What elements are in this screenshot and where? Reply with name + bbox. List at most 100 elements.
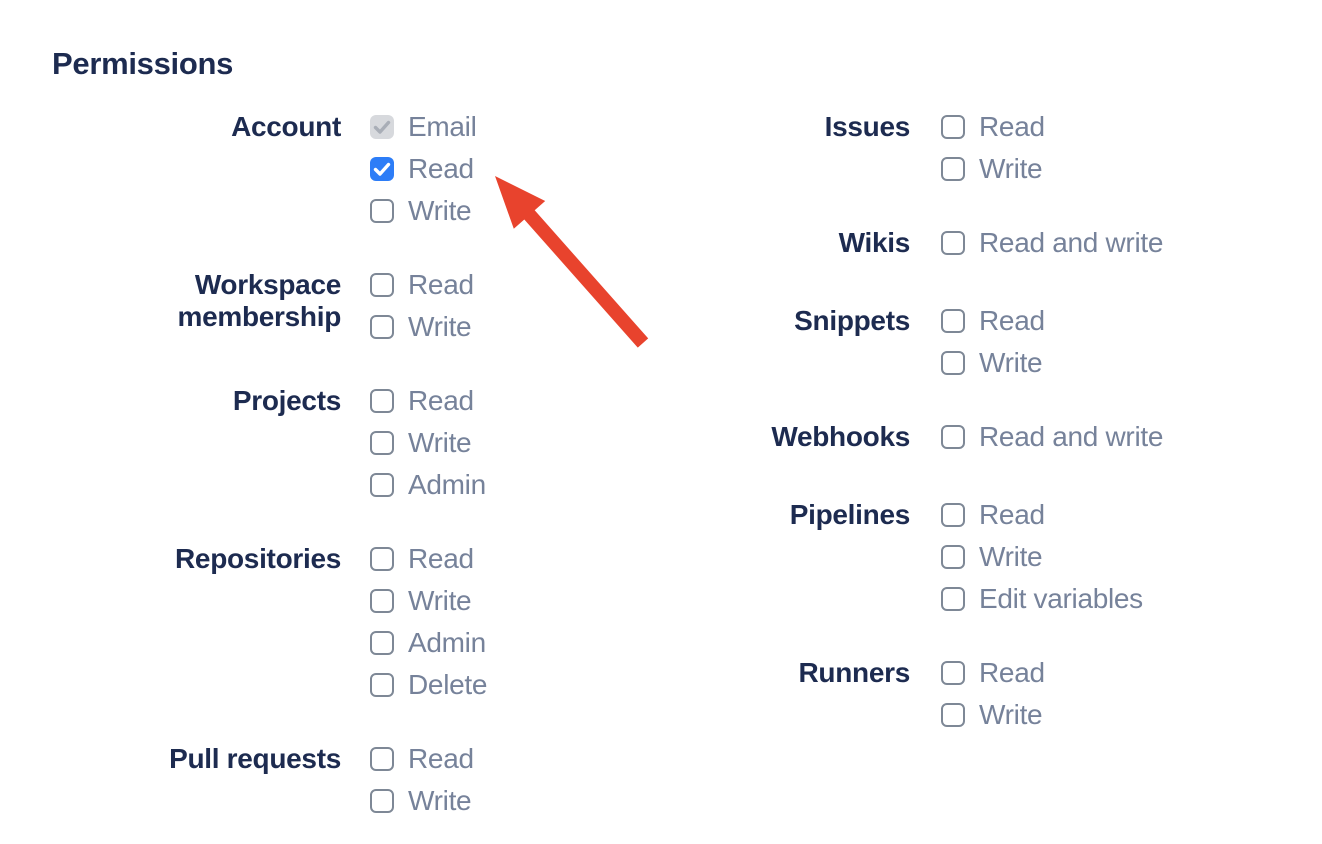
- checkbox-repositories-write[interactable]: [370, 589, 394, 613]
- permission-option-account-email: Email: [370, 111, 700, 142]
- checkbox-label-pipelines-read[interactable]: Read: [979, 499, 1045, 530]
- checkbox-issues-read[interactable]: [941, 115, 965, 139]
- permission-option-repositories-admin: Admin: [370, 627, 700, 658]
- checkbox-label-repositories-delete[interactable]: Delete: [408, 669, 488, 700]
- permission-option-issues-read: Read: [941, 111, 1322, 142]
- group-label-projects: Projects: [232, 385, 341, 416]
- checkbox-pipelines-read[interactable]: [941, 503, 965, 527]
- checkbox-projects-admin[interactable]: [370, 473, 394, 497]
- checkbox-label-webhooks-read-and-write[interactable]: Read and write: [979, 421, 1164, 452]
- checkbox-account-email: [370, 115, 394, 139]
- permission-option-projects-write: Write: [370, 427, 700, 458]
- group-label-wikis: Wikis: [838, 227, 911, 258]
- permission-option-account-write: Write: [370, 195, 700, 226]
- permission-option-webhooks-read-and-write: Read and write: [941, 421, 1322, 452]
- group-label-repositories: Repositories: [175, 543, 341, 574]
- permission-option-workspace-membership-write: Write: [370, 311, 700, 342]
- permission-option-issues-write: Write: [941, 153, 1322, 184]
- checkbox-account-write[interactable]: [370, 199, 394, 223]
- permission-option-pull-requests-write: Write: [370, 785, 700, 816]
- checkbox-pull-requests-read[interactable]: [370, 747, 394, 771]
- checkbox-label-repositories-write[interactable]: Write: [408, 585, 472, 616]
- permission-option-pipelines-read: Read: [941, 499, 1322, 530]
- permission-option-projects-read: Read: [370, 385, 700, 416]
- group-label-pipelines: Pipelines: [789, 499, 911, 530]
- checkbox-runners-write[interactable]: [941, 703, 965, 727]
- permission-option-snippets-write: Write: [941, 347, 1322, 378]
- checkbox-projects-write[interactable]: [370, 431, 394, 455]
- checkbox-label-runners-write[interactable]: Write: [979, 699, 1043, 730]
- checkbox-label-issues-write[interactable]: Write: [979, 153, 1043, 184]
- permission-option-pull-requests-read: Read: [370, 743, 700, 774]
- checkbox-pull-requests-write[interactable]: [370, 789, 394, 813]
- checkbox-workspace-membership-read[interactable]: [370, 273, 394, 297]
- permission-option-account-read: Read: [370, 153, 700, 184]
- checkbox-label-account-write[interactable]: Write: [408, 195, 472, 226]
- checkbox-label-account-read[interactable]: Read: [408, 153, 474, 184]
- checkbox-label-pipelines-edit-variables[interactable]: Edit variables: [979, 583, 1143, 614]
- group-label-snippets: Snippets: [794, 305, 910, 336]
- checkbox-label-projects-read[interactable]: Read: [408, 385, 474, 416]
- checkbox-workspace-membership-write[interactable]: [370, 315, 394, 339]
- permission-option-runners-read: Read: [941, 657, 1322, 688]
- permission-group-wikis: Wikis Read and write: [700, 227, 1322, 259]
- checkbox-projects-read[interactable]: [370, 389, 394, 413]
- checkbox-label-snippets-read[interactable]: Read: [979, 305, 1045, 336]
- checkbox-label-snippets-write[interactable]: Write: [979, 347, 1043, 378]
- checkbox-label-repositories-read[interactable]: Read: [408, 543, 474, 574]
- checkbox-label-issues-read[interactable]: Read: [979, 111, 1045, 142]
- permission-option-pipelines-write: Write: [941, 541, 1322, 572]
- group-label-runners: Runners: [798, 657, 911, 688]
- checkbox-wikis-read-and-write[interactable]: [941, 231, 965, 255]
- group-label-workspace-membership: Workspace membership: [177, 269, 342, 332]
- checkbox-label-projects-write[interactable]: Write: [408, 427, 472, 458]
- checkbox-label-pull-requests-read[interactable]: Read: [408, 743, 474, 774]
- group-label-account: Account: [231, 111, 341, 142]
- checkbox-account-read[interactable]: [370, 157, 394, 181]
- checkbox-label-workspace-membership-read[interactable]: Read: [408, 269, 474, 300]
- checkbox-repositories-read[interactable]: [370, 547, 394, 571]
- group-label-pull-requests: Pull requests: [169, 743, 341, 774]
- checkbox-repositories-delete[interactable]: [370, 673, 394, 697]
- checkbox-label-projects-admin[interactable]: Admin: [408, 469, 486, 500]
- permission-option-repositories-write: Write: [370, 585, 700, 616]
- checkbox-pipelines-edit-variables[interactable]: [941, 587, 965, 611]
- checkbox-label-account-email: Email: [408, 111, 477, 142]
- permission-option-snippets-read: Read: [941, 305, 1322, 336]
- option-list-wikis: Read and write: [941, 227, 1322, 259]
- permission-option-repositories-read: Read: [370, 543, 700, 574]
- checkbox-webhooks-read-and-write[interactable]: [941, 425, 965, 449]
- checkbox-label-repositories-admin[interactable]: Admin: [408, 627, 486, 658]
- option-list-webhooks: Read and write: [941, 421, 1322, 453]
- checkbox-issues-write[interactable]: [941, 157, 965, 181]
- checkbox-snippets-write[interactable]: [941, 351, 965, 375]
- checkbox-label-pipelines-write[interactable]: Write: [979, 541, 1043, 572]
- checkbox-snippets-read[interactable]: [941, 309, 965, 333]
- checkbox-label-wikis-read-and-write[interactable]: Read and write: [979, 227, 1164, 258]
- checkbox-pipelines-write[interactable]: [941, 545, 965, 569]
- checkbox-runners-read[interactable]: [941, 661, 965, 685]
- checkbox-label-pull-requests-write[interactable]: Write: [408, 785, 472, 816]
- checkbox-label-runners-read[interactable]: Read: [979, 657, 1045, 688]
- permission-option-repositories-delete: Delete: [370, 669, 700, 700]
- checkbox-label-workspace-membership-write[interactable]: Write: [408, 311, 472, 342]
- checkbox-repositories-admin[interactable]: [370, 631, 394, 655]
